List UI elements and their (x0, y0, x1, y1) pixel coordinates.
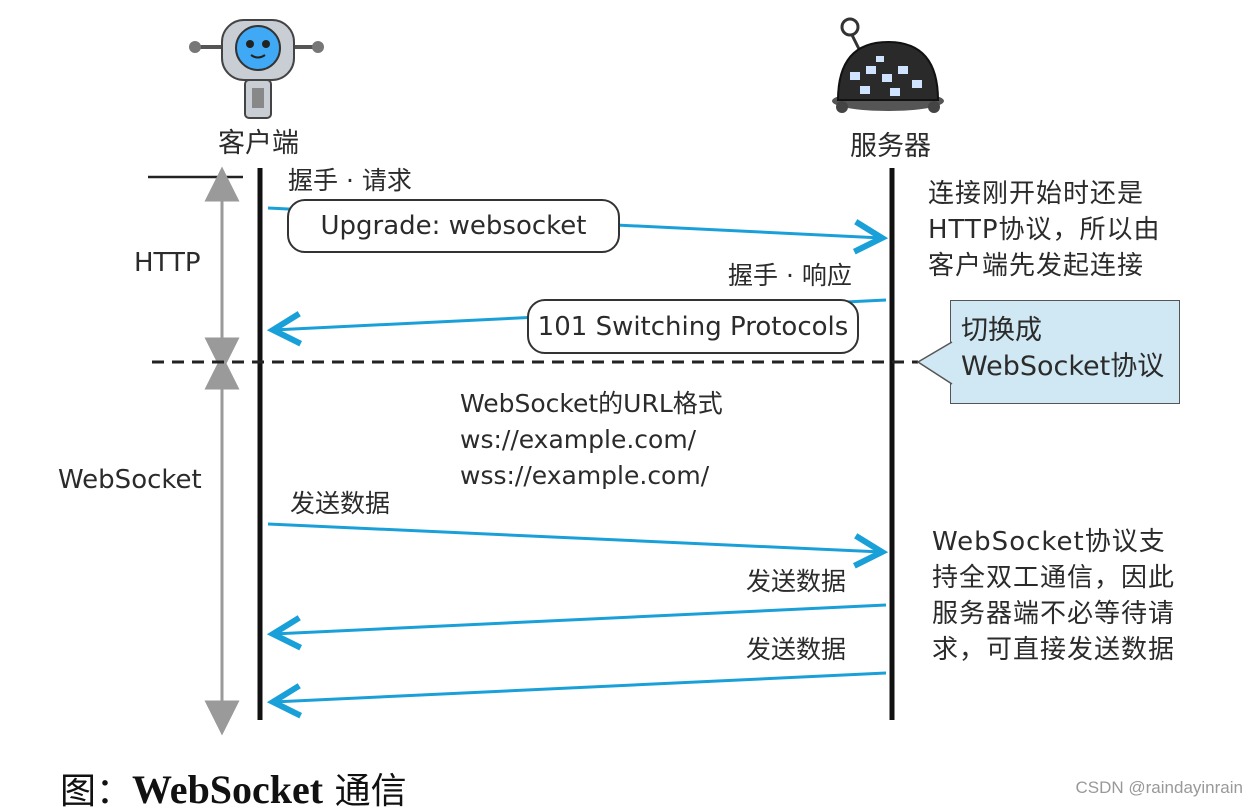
send-data-label-server-2: 发送数据 (746, 635, 847, 664)
callout-line-2: WebSocket协议 (961, 351, 1165, 382)
url-format-title: WebSocket的URL格式 (460, 389, 723, 418)
url-format-wss: wss://example.com/ (460, 461, 710, 490)
callout-line-1: 切换成 (961, 315, 1042, 346)
client-label: 客户端 (218, 128, 299, 159)
switching-protocols-bubble: 101 Switching Protocols (527, 299, 859, 354)
watermark: CSDN @raindayinrain (1075, 778, 1244, 797)
http-phase-label: HTTP (134, 248, 201, 278)
caption-prefix: 图： (60, 771, 133, 811)
handshake-request-label: 握手 · 请求 (288, 166, 412, 195)
protocol-switch-callout: 切换成 WebSocket协议 (950, 300, 1180, 404)
connection-start-note: 连接刚开始时还是HTTP协议，所以由客户端先发起连接 (928, 179, 1161, 281)
send-data-label-server-1: 发送数据 (746, 567, 847, 596)
url-format-ws: ws://example.com/ (460, 425, 697, 454)
server-send-arrow-2 (273, 671, 887, 702)
server-robot-icon (832, 17, 944, 113)
send-data-label-client: 发送数据 (290, 489, 391, 518)
upgrade-bubble: Upgrade: websocket (287, 199, 620, 253)
client-robot-icon (189, 19, 324, 119)
caption-bold: WebSocket (132, 767, 324, 811)
websocket-phase-label: WebSocket (58, 465, 202, 495)
client-send-arrow (267, 522, 882, 552)
server-send-arrow-1 (273, 603, 887, 634)
handshake-response-label: 握手 · 响应 (728, 261, 852, 290)
callout-pointer (916, 341, 954, 385)
full-duplex-note: WebSocket协议支持全双工通信，因此服务器端不必等待请求，可直接发送数据 (932, 527, 1176, 665)
figure-caption: 图：WebSocket 通信 (60, 762, 407, 811)
server-label: 服务器 (850, 131, 931, 162)
caption-suffix: 通信 (323, 771, 407, 811)
